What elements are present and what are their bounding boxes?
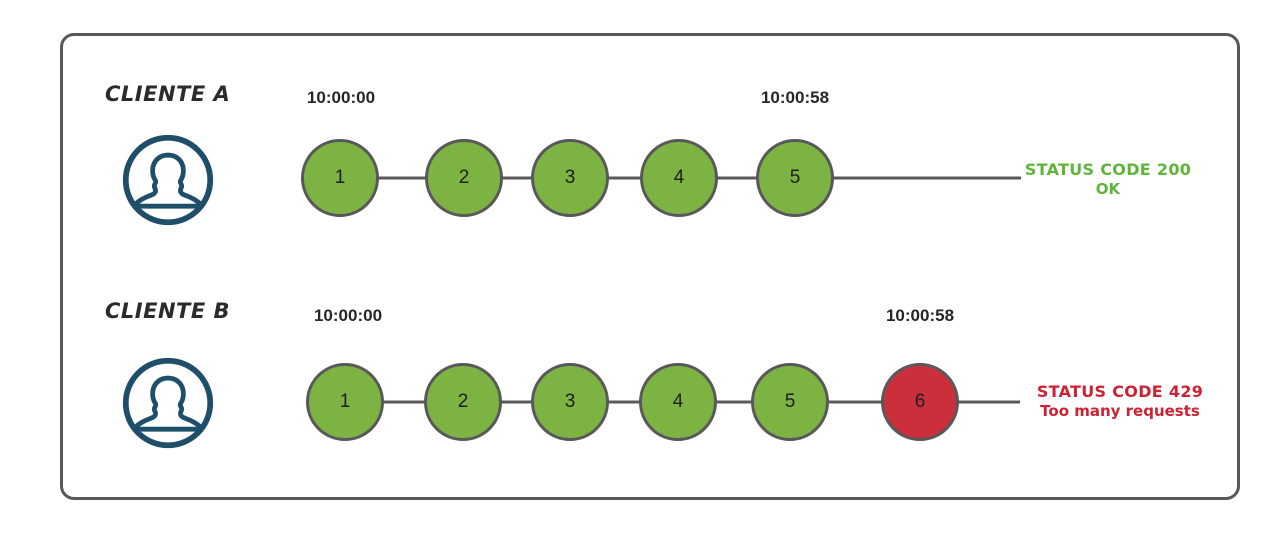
status-badge-a: STATUS CODE 200 OK <box>1025 160 1191 199</box>
client-label-b: CLIENTE B <box>105 299 231 323</box>
connector-tail-a <box>795 176 1021 180</box>
client-label-a: CLIENTE A <box>105 82 231 106</box>
status-message-text: Too many requests <box>1040 402 1200 420</box>
status-message-text: OK <box>1095 180 1121 198</box>
status-code-text: STATUS CODE 429 <box>1036 382 1204 401</box>
request-node[interactable]: 3 <box>531 363 609 441</box>
timestamp-end-a: 10:00:58 <box>760 88 830 107</box>
timestamp-end-b: 10:00:58 <box>885 306 955 325</box>
status-badge-b: STATUS CODE 429 Too many requests <box>1037 382 1203 421</box>
request-node[interactable]: 5 <box>751 363 829 441</box>
timestamp-start-b: 10:00:00 <box>313 306 383 325</box>
connector-line-b <box>345 400 920 404</box>
user-avatar-icon <box>120 355 216 451</box>
request-node[interactable]: 5 <box>756 139 834 217</box>
timestamp-start-a: 10:00:00 <box>306 88 376 107</box>
request-node[interactable]: 2 <box>424 363 502 441</box>
connector-tail-b <box>920 400 1020 404</box>
request-node[interactable]: 2 <box>425 139 503 217</box>
request-node[interactable]: 3 <box>531 139 609 217</box>
request-node[interactable]: 1 <box>301 139 379 217</box>
request-node-blocked[interactable]: 6 <box>881 363 959 441</box>
user-avatar-icon <box>120 132 216 228</box>
request-node[interactable]: 4 <box>639 363 717 441</box>
request-node[interactable]: 1 <box>306 363 384 441</box>
request-node[interactable]: 4 <box>640 139 718 217</box>
status-code-text: STATUS CODE 200 <box>1024 160 1192 179</box>
